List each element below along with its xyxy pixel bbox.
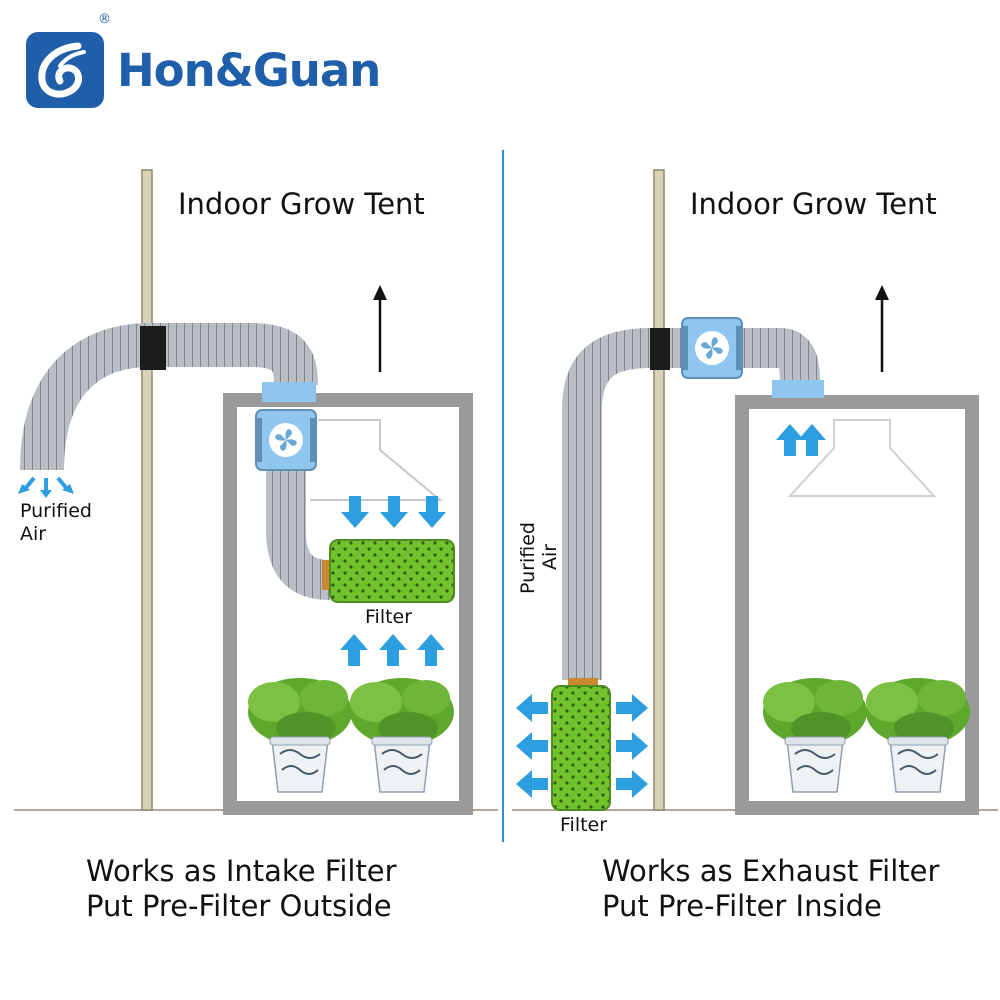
fan-icon (255, 409, 317, 471)
up-arrow-icon-right (875, 285, 889, 372)
filter-icon (329, 539, 455, 603)
panel-title-left: Indoor Grow Tent (178, 187, 425, 221)
wall-left (141, 169, 153, 811)
filter-label-left: Filter (365, 606, 413, 628)
purified-air-line2-right: Air (539, 543, 561, 570)
purified-air-line1-right: Purified (517, 522, 539, 594)
fan-icon-right (681, 317, 743, 379)
purified-air-line1: Purified (20, 500, 92, 522)
up-arrow-icon (373, 285, 387, 372)
caption-right-line2: Put Pre-Filter Inside (602, 889, 882, 923)
purified-air-label-left: Purified Air (20, 500, 92, 546)
duct-left-inner (266, 470, 331, 600)
purified-air-label-right: Purified Air (517, 522, 561, 594)
caption-left-line2: Put Pre-Filter Outside (86, 889, 392, 923)
caption-right: Works as Exhaust Filter Put Pre-Filter I… (602, 854, 939, 924)
caption-left: Works as Intake Filter Put Pre-Filter Ou… (86, 854, 397, 924)
panel-title-right: Indoor Grow Tent (690, 187, 937, 221)
caption-left-line1: Works as Intake Filter (86, 854, 397, 888)
purified-air-line2: Air (20, 522, 47, 545)
wall-right (653, 169, 665, 811)
duct-left-upper (20, 323, 318, 471)
filter-label-right: Filter (560, 814, 608, 836)
brand-logo-icon (26, 32, 104, 108)
brand-name: Hon&Guan (117, 44, 381, 97)
caption-right-line1: Works as Exhaust Filter (602, 854, 940, 888)
duct-right (562, 328, 700, 680)
registered-mark: ® (98, 12, 111, 27)
filter-icon-right (551, 685, 611, 811)
purified-air-arrows-left (18, 476, 74, 498)
